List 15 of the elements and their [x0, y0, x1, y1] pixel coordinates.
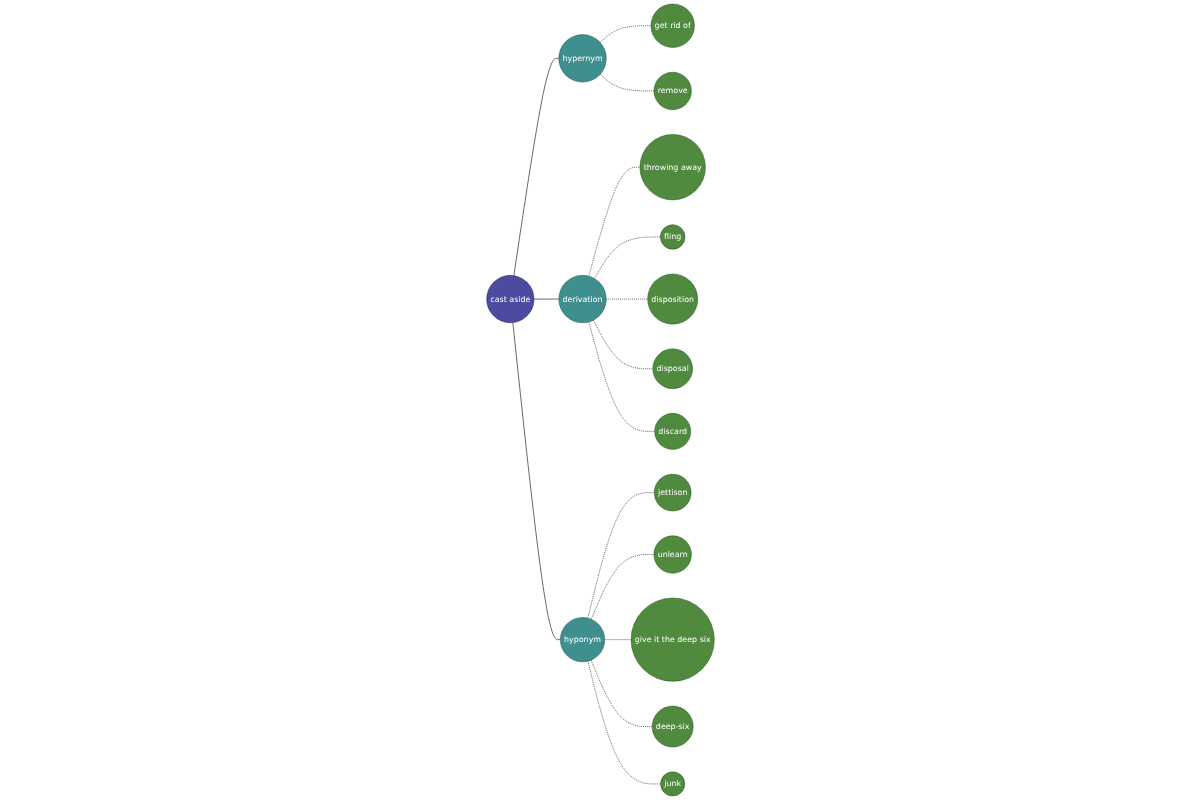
connector [590, 554, 654, 620]
connector [593, 236, 661, 279]
connector [590, 659, 652, 727]
connector [587, 166, 640, 277]
connector [599, 25, 651, 43]
connector [603, 639, 631, 640]
connector [586, 492, 655, 619]
connector [599, 73, 654, 92]
connector [587, 660, 661, 785]
connector [511, 322, 561, 640]
connector [513, 57, 559, 276]
connector [592, 319, 653, 370]
connector [533, 298, 559, 300]
connector [587, 321, 655, 432]
connector [605, 298, 648, 300]
